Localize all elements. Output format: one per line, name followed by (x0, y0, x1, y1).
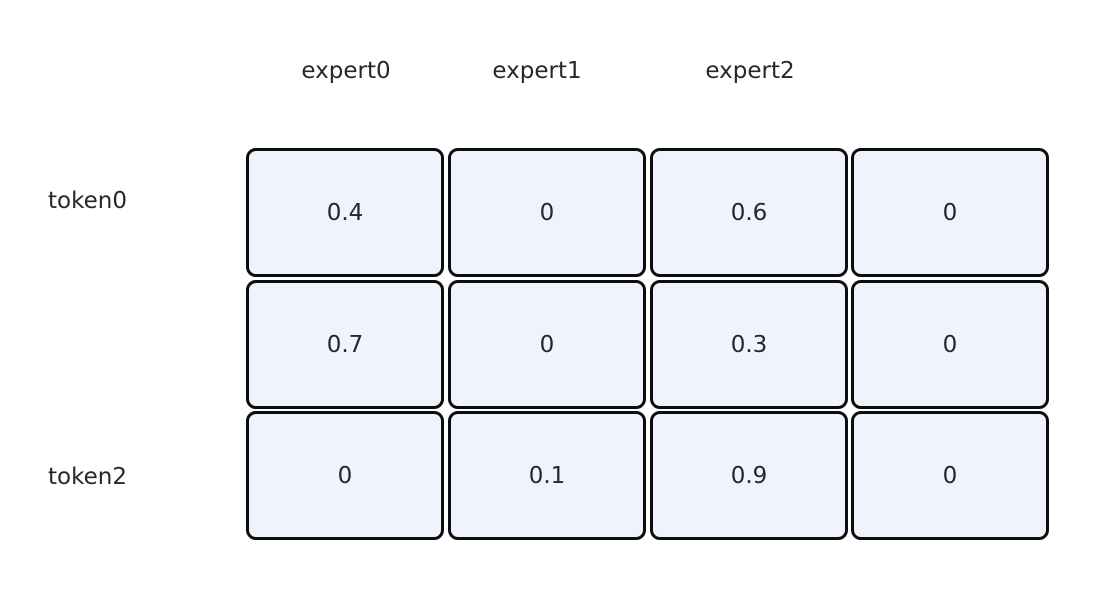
matrix-cell: 0 (246, 411, 444, 540)
matrix-cell: 0 (448, 280, 646, 409)
column-label-expert1: expert1 (492, 58, 582, 84)
matrix-cell: 0.6 (650, 148, 848, 277)
row-label-token2: token2 (48, 464, 127, 490)
matrix-cell: 0 (851, 280, 1049, 409)
matrix-cell: 0.9 (650, 411, 848, 540)
matrix-cell: 0 (851, 148, 1049, 277)
row-label-token0: token0 (48, 188, 127, 214)
matrix-cell: 0.7 (246, 280, 444, 409)
matrix-cell: 0 (448, 148, 646, 277)
column-label-expert0: expert0 (301, 58, 391, 84)
matrix-cell: 0.1 (448, 411, 646, 540)
matrix-cell: 0 (851, 411, 1049, 540)
column-label-expert2: expert2 (705, 58, 795, 84)
matrix-cell: 0.4 (246, 148, 444, 277)
matrix-cell: 0.3 (650, 280, 848, 409)
